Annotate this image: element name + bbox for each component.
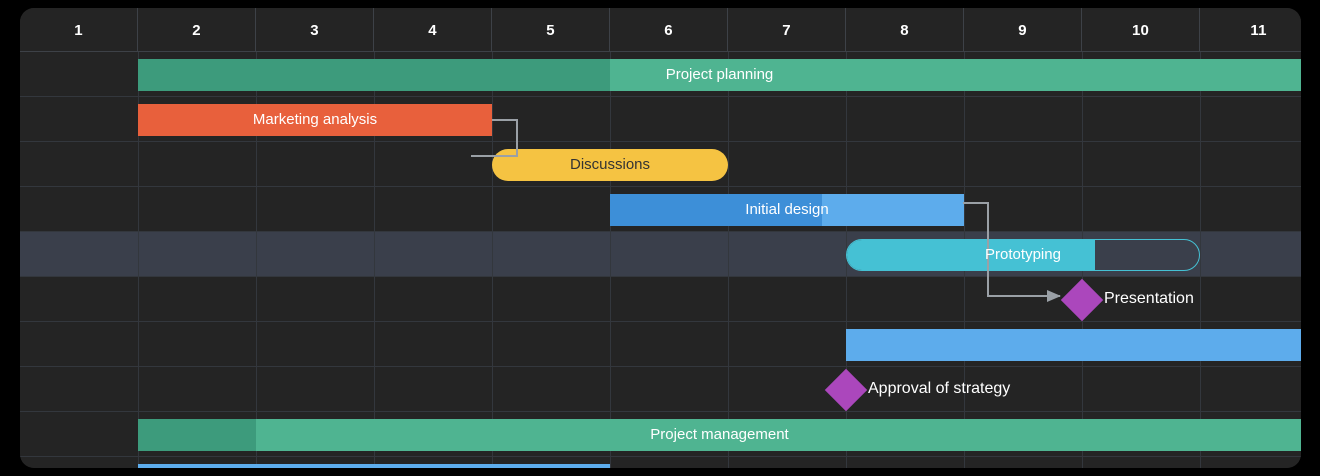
- gantt-panel: 1 2 3 4 5 6 7 8 9 10 11 Project planning…: [20, 8, 1301, 468]
- timeline-header-cell-11[interactable]: 11: [1200, 8, 1301, 52]
- gantt-milestone-label: Presentation: [1104, 289, 1194, 307]
- gantt-bar-progress: [610, 193, 823, 226]
- timeline-header-cell-8[interactable]: 8: [846, 8, 964, 52]
- gantt-bar-project-planning[interactable]: Project planning: [138, 58, 1301, 91]
- gantt-row[interactable]: [20, 457, 1301, 468]
- gantt-bar[interactable]: [138, 463, 610, 468]
- gantt-bar-discussions[interactable]: Discussions: [492, 148, 728, 181]
- gantt-row[interactable]: [20, 367, 1301, 412]
- timeline-header-cell-2[interactable]: 2: [138, 8, 256, 52]
- gantt-bar-label: Project planning: [665, 66, 774, 83]
- gantt-bar-progress: [138, 418, 256, 451]
- timeline-header-cell-7[interactable]: 7: [728, 8, 846, 52]
- timeline-header-cell-5[interactable]: 5: [492, 8, 610, 52]
- timeline-header-cell-3[interactable]: 3: [256, 8, 374, 52]
- gantt-bar-label: Marketing analysis: [252, 111, 378, 128]
- gantt-bar[interactable]: [846, 328, 1301, 361]
- timeline-header-cell-10[interactable]: 10: [1082, 8, 1200, 52]
- timeline-header-cell-4[interactable]: 4: [374, 8, 492, 52]
- gantt-bar-initial-design[interactable]: Initial design: [610, 193, 964, 226]
- gantt-milestone-label: Approval of strategy: [868, 379, 1011, 397]
- timeline-header-cell-9[interactable]: 9: [964, 8, 1082, 52]
- gantt-bar-progress: [847, 239, 1095, 270]
- gantt-bar-marketing-analysis[interactable]: Marketing analysis: [138, 103, 492, 136]
- gantt-bar-label: Discussions: [569, 156, 651, 173]
- gantt-bar-progress: [138, 58, 610, 91]
- gantt-bar-label: Project management: [650, 426, 789, 443]
- gantt-bar-project-management[interactable]: Project management: [138, 418, 1301, 451]
- gantt-bar-prototyping[interactable]: Prototyping: [846, 238, 1200, 271]
- timeline-header-cell-1[interactable]: 1: [20, 8, 138, 52]
- timeline-header-cell-6[interactable]: 6: [610, 8, 728, 52]
- timeline-header: 1 2 3 4 5 6 7 8 9 10 11: [20, 8, 1301, 52]
